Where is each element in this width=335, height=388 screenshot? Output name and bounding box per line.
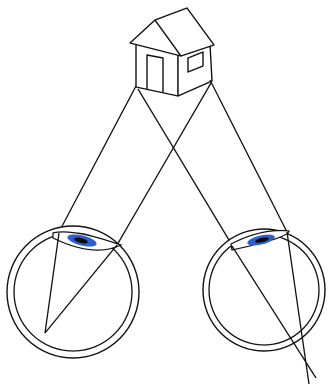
right-eye	[203, 229, 325, 384]
house-icon	[130, 8, 214, 96]
ray-house-to-right-eye-right	[210, 80, 287, 232]
ray-house-to-left-eye-right	[117, 83, 211, 245]
light-rays	[59, 80, 287, 245]
left-eye	[7, 226, 139, 358]
ray-house-to-left-eye-left	[59, 86, 136, 232]
right-eye-outer-ring	[203, 229, 325, 351]
ray-house-to-right-eye-left	[138, 89, 232, 245]
